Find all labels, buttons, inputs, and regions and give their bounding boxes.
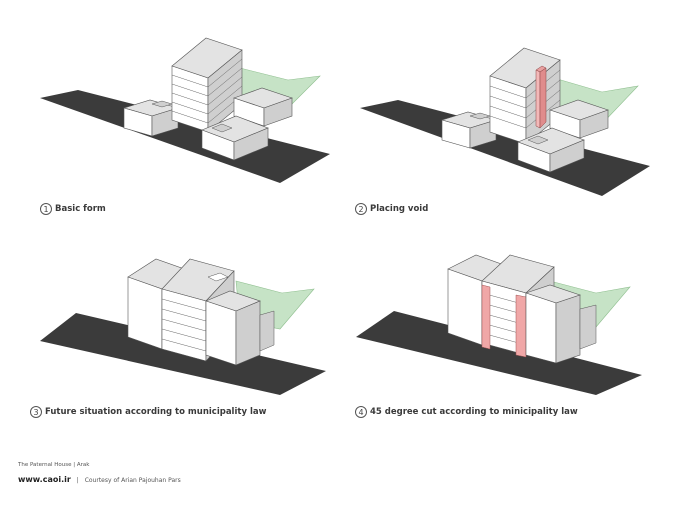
website-link[interactable]: www.caoi.ir [18, 475, 71, 484]
basic-form-drawing [40, 37, 330, 183]
diagram-panel-placing-void [350, 20, 660, 200]
caption-future-situation: 3 Future situation according to municipa… [30, 406, 266, 418]
caption-placing-void: 2 Placing void [355, 203, 428, 215]
diagram-panel-basic-form [30, 20, 340, 190]
placing-void-drawing [360, 47, 650, 196]
void-cut-right [515, 294, 527, 358]
caption-text: Future situation according to municipali… [45, 407, 267, 417]
placing-void-scene [360, 47, 650, 196]
separator: | [73, 462, 76, 468]
footer-credit-line: www.caoi.ir | Courtesy of Arian Pajouhan… [18, 475, 181, 484]
left-low-block [440, 111, 498, 149]
project-location: Arak [76, 462, 90, 468]
street [360, 100, 650, 196]
diagram-panel-45-degree-cut [350, 245, 660, 395]
tower [171, 37, 243, 133]
street [40, 90, 330, 183]
caption-number: 2 [355, 203, 367, 215]
right-back-block [549, 99, 609, 139]
void-shaft [535, 65, 547, 129]
caption-number: 1 [40, 203, 52, 215]
right-tall-block [525, 284, 581, 364]
future-situation-scene [40, 258, 326, 395]
45-degree-cut-scene [356, 254, 642, 395]
caption-text: Placing void [370, 204, 429, 214]
45-degree-cut-drawing [356, 254, 642, 395]
diagram-panel-future-situation [30, 245, 340, 395]
low-rear-block [579, 304, 597, 350]
caption-text: 45 degree cut according to minicipality … [370, 407, 578, 417]
right-back-block [233, 87, 293, 127]
footer-project-line: The Paternal House | Arak [18, 462, 89, 468]
caption-number: 3 [30, 406, 42, 418]
credit-text: Courtesy of Arian Pajouhan Pars [84, 477, 181, 484]
caption-basic-form: 1 Basic form [40, 203, 106, 215]
caption-number: 4 [355, 406, 367, 418]
front-block [201, 115, 269, 161]
caption-text: Basic form [55, 204, 106, 214]
front-block [517, 127, 585, 173]
low-rear-block [259, 310, 275, 352]
street [356, 311, 642, 395]
void-cut-left [481, 284, 491, 350]
future-situation-drawing [40, 258, 326, 395]
separator: | [76, 477, 79, 484]
caption-45-degree-cut: 4 45 degree cut according to minicipalit… [355, 406, 578, 418]
left-low-block [122, 99, 180, 137]
right-tall-block [205, 290, 261, 366]
project-name: The Paternal House [18, 462, 72, 468]
basic-form-scene [40, 37, 330, 183]
